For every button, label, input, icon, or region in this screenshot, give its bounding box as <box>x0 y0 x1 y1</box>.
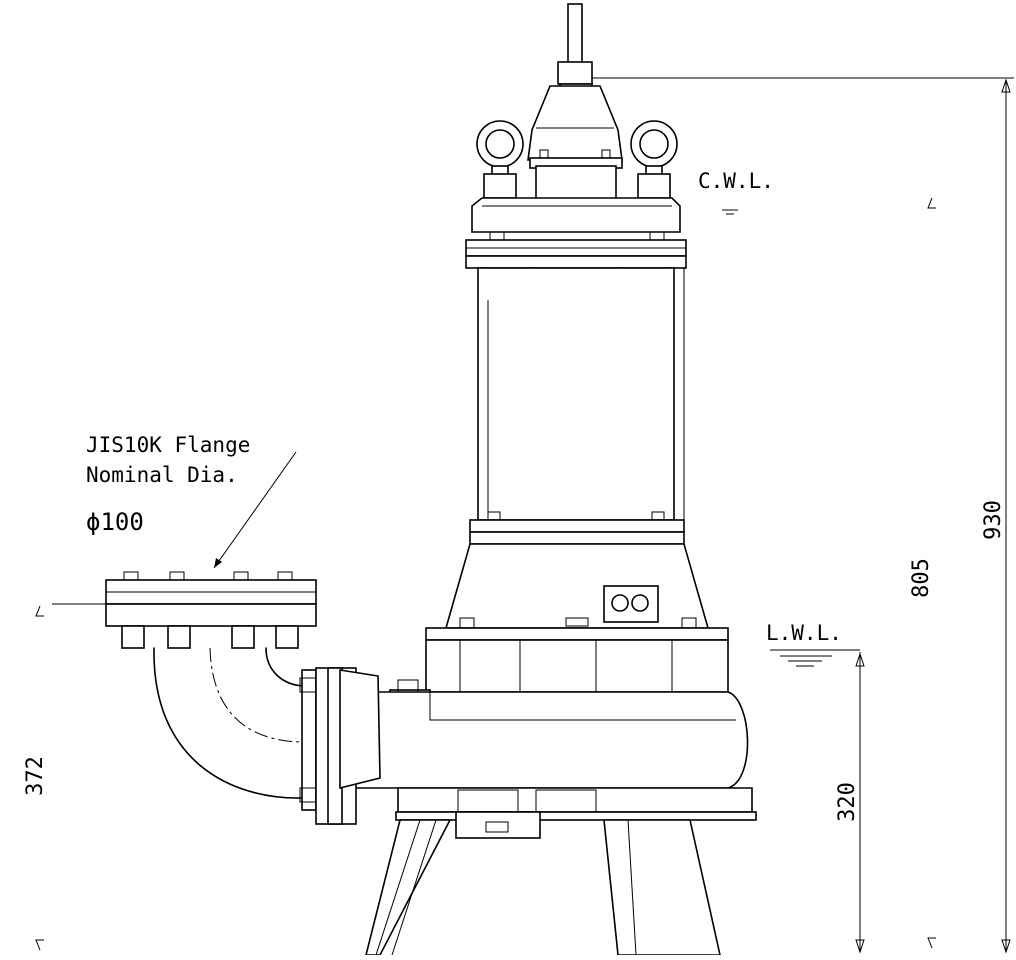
pump-stand <box>364 787 757 956</box>
lwl-symbol <box>770 649 860 667</box>
flange-note-line3: ϕ100 <box>86 508 144 536</box>
dim-outlet-height: 372 <box>23 756 48 796</box>
top-cover <box>527 85 623 161</box>
lifting-eye-right <box>630 120 678 199</box>
flange-note-line1: JIS10K Flange <box>86 433 250 457</box>
lwl-label: L.W.L. <box>766 621 842 645</box>
pump-casing <box>349 627 749 789</box>
dim-lwl-height: 320 <box>835 782 860 822</box>
dimension-lwl <box>855 652 865 954</box>
lifting-eye-left <box>476 120 524 199</box>
dimension-cwl <box>927 197 936 949</box>
motor-cover <box>471 149 681 233</box>
discharge-elbow <box>153 647 307 799</box>
dim-overall-height: 930 <box>981 500 1006 540</box>
seal-housing <box>444 543 710 629</box>
casing-flange <box>299 667 381 825</box>
flange-callout-leader <box>213 451 297 569</box>
dimension-overall <box>592 77 1014 954</box>
motor-frame <box>477 267 685 521</box>
lower-motor-flange <box>469 511 685 605</box>
dimension-outlet <box>35 603 106 951</box>
dim-cwl-height: 805 <box>909 558 934 598</box>
flange-note-line2: Nominal Dia. <box>86 463 238 487</box>
cwl-label: C.W.L. <box>698 169 774 193</box>
outlet-flange <box>105 571 317 649</box>
cwl-symbol <box>722 209 738 215</box>
power-cable <box>567 3 583 69</box>
